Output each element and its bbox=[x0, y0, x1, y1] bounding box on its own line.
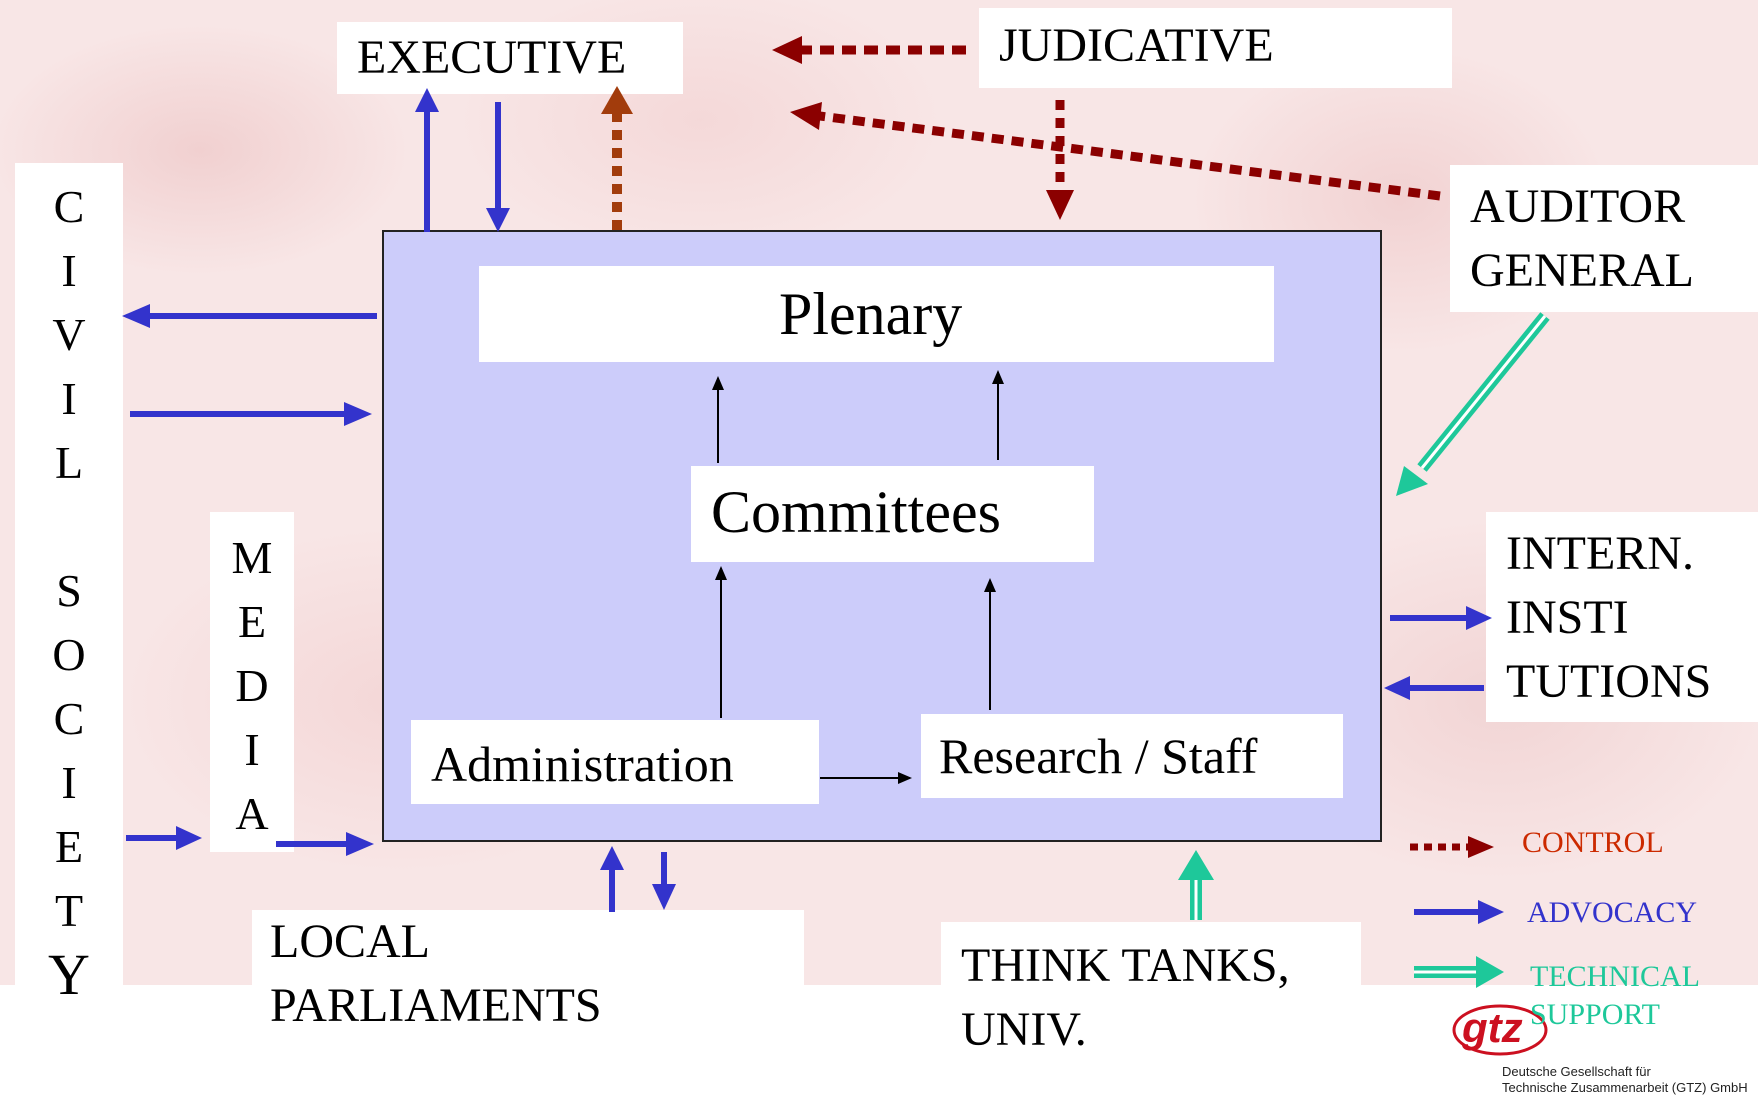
media-letter: A bbox=[235, 788, 269, 839]
media-box: M E D I A bbox=[210, 512, 294, 852]
civil-society-letter: Y bbox=[48, 942, 90, 1007]
local-parliaments-label-1: LOCAL bbox=[270, 915, 430, 968]
parliament-control-executive-arrow bbox=[601, 86, 633, 230]
local-parliaments-box: LOCAL PARLIAMENTS bbox=[252, 910, 804, 1050]
executive-down-arrow bbox=[486, 102, 510, 232]
parliament-to-intern-institutions-arrow bbox=[1390, 606, 1492, 630]
committees-box: Committees bbox=[691, 466, 1094, 562]
civil-society-letter: I bbox=[61, 757, 77, 808]
gtz-logo-line2: Technische Zusammenarbeit (GTZ) GmbH bbox=[1502, 1080, 1748, 1095]
civil-society-letter: T bbox=[54, 885, 84, 936]
parliament-to-civil-society-arrow bbox=[122, 304, 377, 328]
plenary-label: Plenary bbox=[779, 281, 963, 347]
judicative-control-parliament-arrow bbox=[1046, 100, 1074, 220]
research-staff-label: Research / Staff bbox=[939, 728, 1258, 784]
civil-society-letter: O bbox=[52, 629, 86, 680]
civil-society-letter: S bbox=[56, 565, 82, 616]
civil-society-letter: V bbox=[52, 309, 86, 360]
auditor-general-label-1: AUDITOR bbox=[1470, 180, 1686, 233]
legend-control-label: CONTROL bbox=[1522, 826, 1664, 859]
judicative-box: JUDICATIVE bbox=[979, 8, 1452, 88]
intern-institutions-box: INTERN. INSTI TUTIONS bbox=[1486, 512, 1758, 722]
intern-label-2: INSTI bbox=[1506, 591, 1629, 644]
committees-label: Committees bbox=[711, 479, 1001, 545]
think-tanks-technical-support-arrow bbox=[1178, 850, 1214, 920]
gtz-logo-line1: Deutsche Gesellschaft für bbox=[1502, 1064, 1651, 1079]
legend-technical-label-2: SUPPORT bbox=[1530, 998, 1660, 1031]
auditor-technical-support-arrow bbox=[1396, 312, 1550, 496]
civil-society-letter: I bbox=[61, 373, 77, 424]
legend-control-arrow bbox=[1410, 836, 1494, 858]
think-tanks-label-1: THINK TANKS, bbox=[961, 939, 1290, 992]
intern-label-1: INTERN. bbox=[1506, 527, 1694, 580]
think-tanks-label-2: UNIV. bbox=[961, 1003, 1087, 1056]
judicative-control-executive-arrow bbox=[772, 36, 966, 64]
gtz-logo-icon bbox=[1452, 1004, 1548, 1056]
civil-society-label: C I V I L S O C I E T Y bbox=[15, 175, 123, 1007]
administration-box: Administration bbox=[411, 720, 819, 804]
civil-society-letter: C bbox=[53, 181, 85, 232]
think-tanks-box: THINK TANKS, UNIV. bbox=[941, 922, 1361, 1072]
research-staff-box: Research / Staff bbox=[921, 714, 1343, 798]
media-to-parliament-arrow bbox=[276, 832, 374, 856]
local-parliaments-label-2: PARLIAMENTS bbox=[270, 979, 602, 1032]
legend-advocacy-label: ADVOCACY bbox=[1527, 896, 1698, 929]
media-label: M E D I A bbox=[210, 526, 294, 846]
civil-society-letter: E bbox=[54, 821, 84, 872]
legend-advocacy-arrow bbox=[1414, 900, 1504, 924]
gtz-logo-mark: gtz bbox=[1462, 1004, 1523, 1051]
media-letter: D bbox=[235, 660, 269, 711]
administration-label: Administration bbox=[431, 736, 734, 792]
legend-technical-label-1: TECHNICAL bbox=[1530, 960, 1700, 993]
civil-society-letter: I bbox=[61, 245, 77, 296]
civil-society-letter: C bbox=[53, 693, 85, 744]
legend-technical-arrow bbox=[1414, 956, 1504, 988]
media-letter: E bbox=[237, 596, 267, 647]
auditor-general-label-2: GENERAL bbox=[1470, 244, 1694, 297]
judicative-label: JUDICATIVE bbox=[999, 19, 1274, 72]
civil-society-letter: L bbox=[54, 437, 84, 488]
plenary-box: Plenary bbox=[479, 266, 1274, 362]
civil-society-to-media-arrow bbox=[126, 826, 202, 850]
media-letter: M bbox=[231, 532, 273, 583]
auditor-control-executive-arrow bbox=[790, 102, 1441, 201]
executive-box: EXECUTIVE bbox=[337, 22, 683, 94]
executive-up-arrow bbox=[415, 88, 439, 232]
auditor-general-box: AUDITOR GENERAL bbox=[1450, 165, 1758, 312]
civil-society-box: C I V I L S O C I E T Y bbox=[15, 163, 123, 1033]
media-letter: I bbox=[244, 724, 260, 775]
local-parliaments-down-arrow bbox=[652, 852, 676, 910]
executive-label: EXECUTIVE bbox=[357, 31, 627, 84]
local-parliaments-up-arrow bbox=[600, 846, 624, 912]
civil-society-to-parliament-arrow bbox=[130, 402, 372, 426]
intern-label-3: TUTIONS bbox=[1506, 655, 1712, 708]
intern-institutions-to-parliament-arrow bbox=[1384, 676, 1484, 700]
